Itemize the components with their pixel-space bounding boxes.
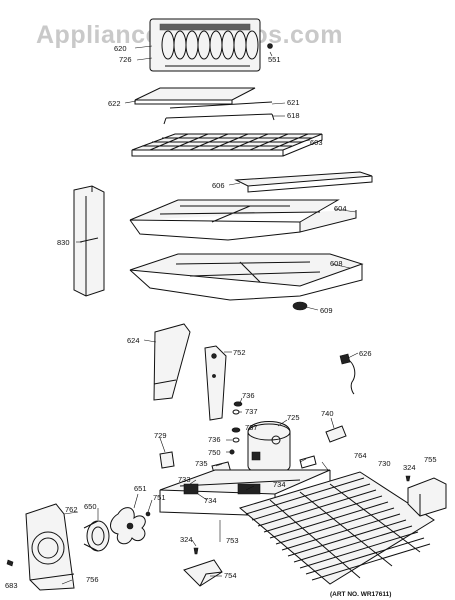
label-603: 603: [310, 138, 323, 147]
bracket-752[interactable]: [204, 345, 227, 421]
label-737-lower: 737: [245, 423, 258, 432]
rod-618: [163, 113, 275, 125]
pan-604[interactable]: [129, 199, 357, 241]
label-622: 622: [108, 99, 121, 108]
screw-324-top: [405, 475, 411, 482]
label-762: 762: [65, 505, 78, 514]
fan-blade-651[interactable]: [110, 507, 146, 545]
label-618: 618: [287, 111, 300, 120]
label-740: 740: [321, 409, 334, 418]
shelf-603[interactable]: [131, 133, 323, 157]
label-734-left: 734: [204, 496, 217, 505]
label-730: 730: [378, 459, 391, 468]
label-726: 726: [119, 55, 132, 64]
label-736-upper: 736: [242, 391, 255, 400]
fan-shroud-756[interactable]: [25, 503, 75, 591]
clip-764: [299, 455, 317, 469]
label-604: 604: [334, 204, 347, 213]
rod-621: [169, 101, 273, 109]
label-755: 755: [424, 455, 437, 464]
condenser-730[interactable]: [238, 471, 435, 585]
drip-tray-622[interactable]: [134, 87, 256, 105]
label-750: 750: [208, 448, 221, 457]
nut-751: [145, 511, 151, 517]
art-number: (ART NO. WR17611): [330, 591, 391, 598]
clip-609: [292, 301, 308, 311]
label-626: 626: [359, 349, 372, 358]
label-752: 752: [233, 348, 246, 357]
leader-lines: [61, 45, 359, 585]
bracket-754[interactable]: [183, 559, 223, 587]
sensor-626[interactable]: [339, 353, 356, 395]
label-651: 651: [134, 484, 147, 493]
label-830: 830: [57, 238, 70, 247]
pan-608[interactable]: [129, 253, 364, 301]
label-725: 725: [287, 413, 300, 422]
label-606: 606: [212, 181, 225, 190]
fan-motor-650[interactable]: [83, 520, 110, 552]
screw-551: [267, 43, 273, 49]
screw-324-bottom: [193, 547, 199, 555]
label-624: 624: [127, 336, 140, 345]
evaporator-coil[interactable]: [149, 18, 261, 72]
part-labels: 620 726 551 622 621 618 603 606 830 604 …: [5, 44, 437, 590]
overload-729[interactable]: [159, 451, 175, 469]
screw-683: [6, 559, 14, 567]
label-737-upper: 737: [245, 407, 258, 416]
label-683: 683: [5, 581, 18, 590]
label-621: 621: [287, 98, 300, 107]
relay-740[interactable]: [325, 425, 347, 443]
pan-755[interactable]: [407, 477, 447, 517]
label-608: 608: [330, 259, 343, 268]
label-756: 756: [86, 575, 99, 584]
duct-624[interactable]: [153, 323, 191, 401]
label-650: 650: [84, 502, 97, 511]
compressor-725[interactable]: [246, 421, 300, 474]
label-735: 735: [195, 459, 208, 468]
label-729: 729: [154, 431, 167, 440]
label-736-lower: 736: [208, 435, 221, 444]
label-754: 754: [224, 571, 237, 580]
label-551: 551: [268, 55, 281, 64]
label-751: 751: [153, 493, 166, 502]
label-324-top: 324: [403, 463, 416, 472]
label-734-right: 734: [273, 480, 286, 489]
label-753: 753: [226, 536, 239, 545]
label-620: 620: [114, 44, 127, 53]
grommets: [229, 401, 243, 455]
channel-830[interactable]: [73, 185, 105, 297]
label-324-bottom: 324: [180, 535, 193, 544]
trim-606[interactable]: [234, 171, 373, 193]
label-733: 733: [178, 475, 191, 484]
label-609: 609: [320, 306, 333, 315]
label-764: 764: [354, 451, 367, 460]
